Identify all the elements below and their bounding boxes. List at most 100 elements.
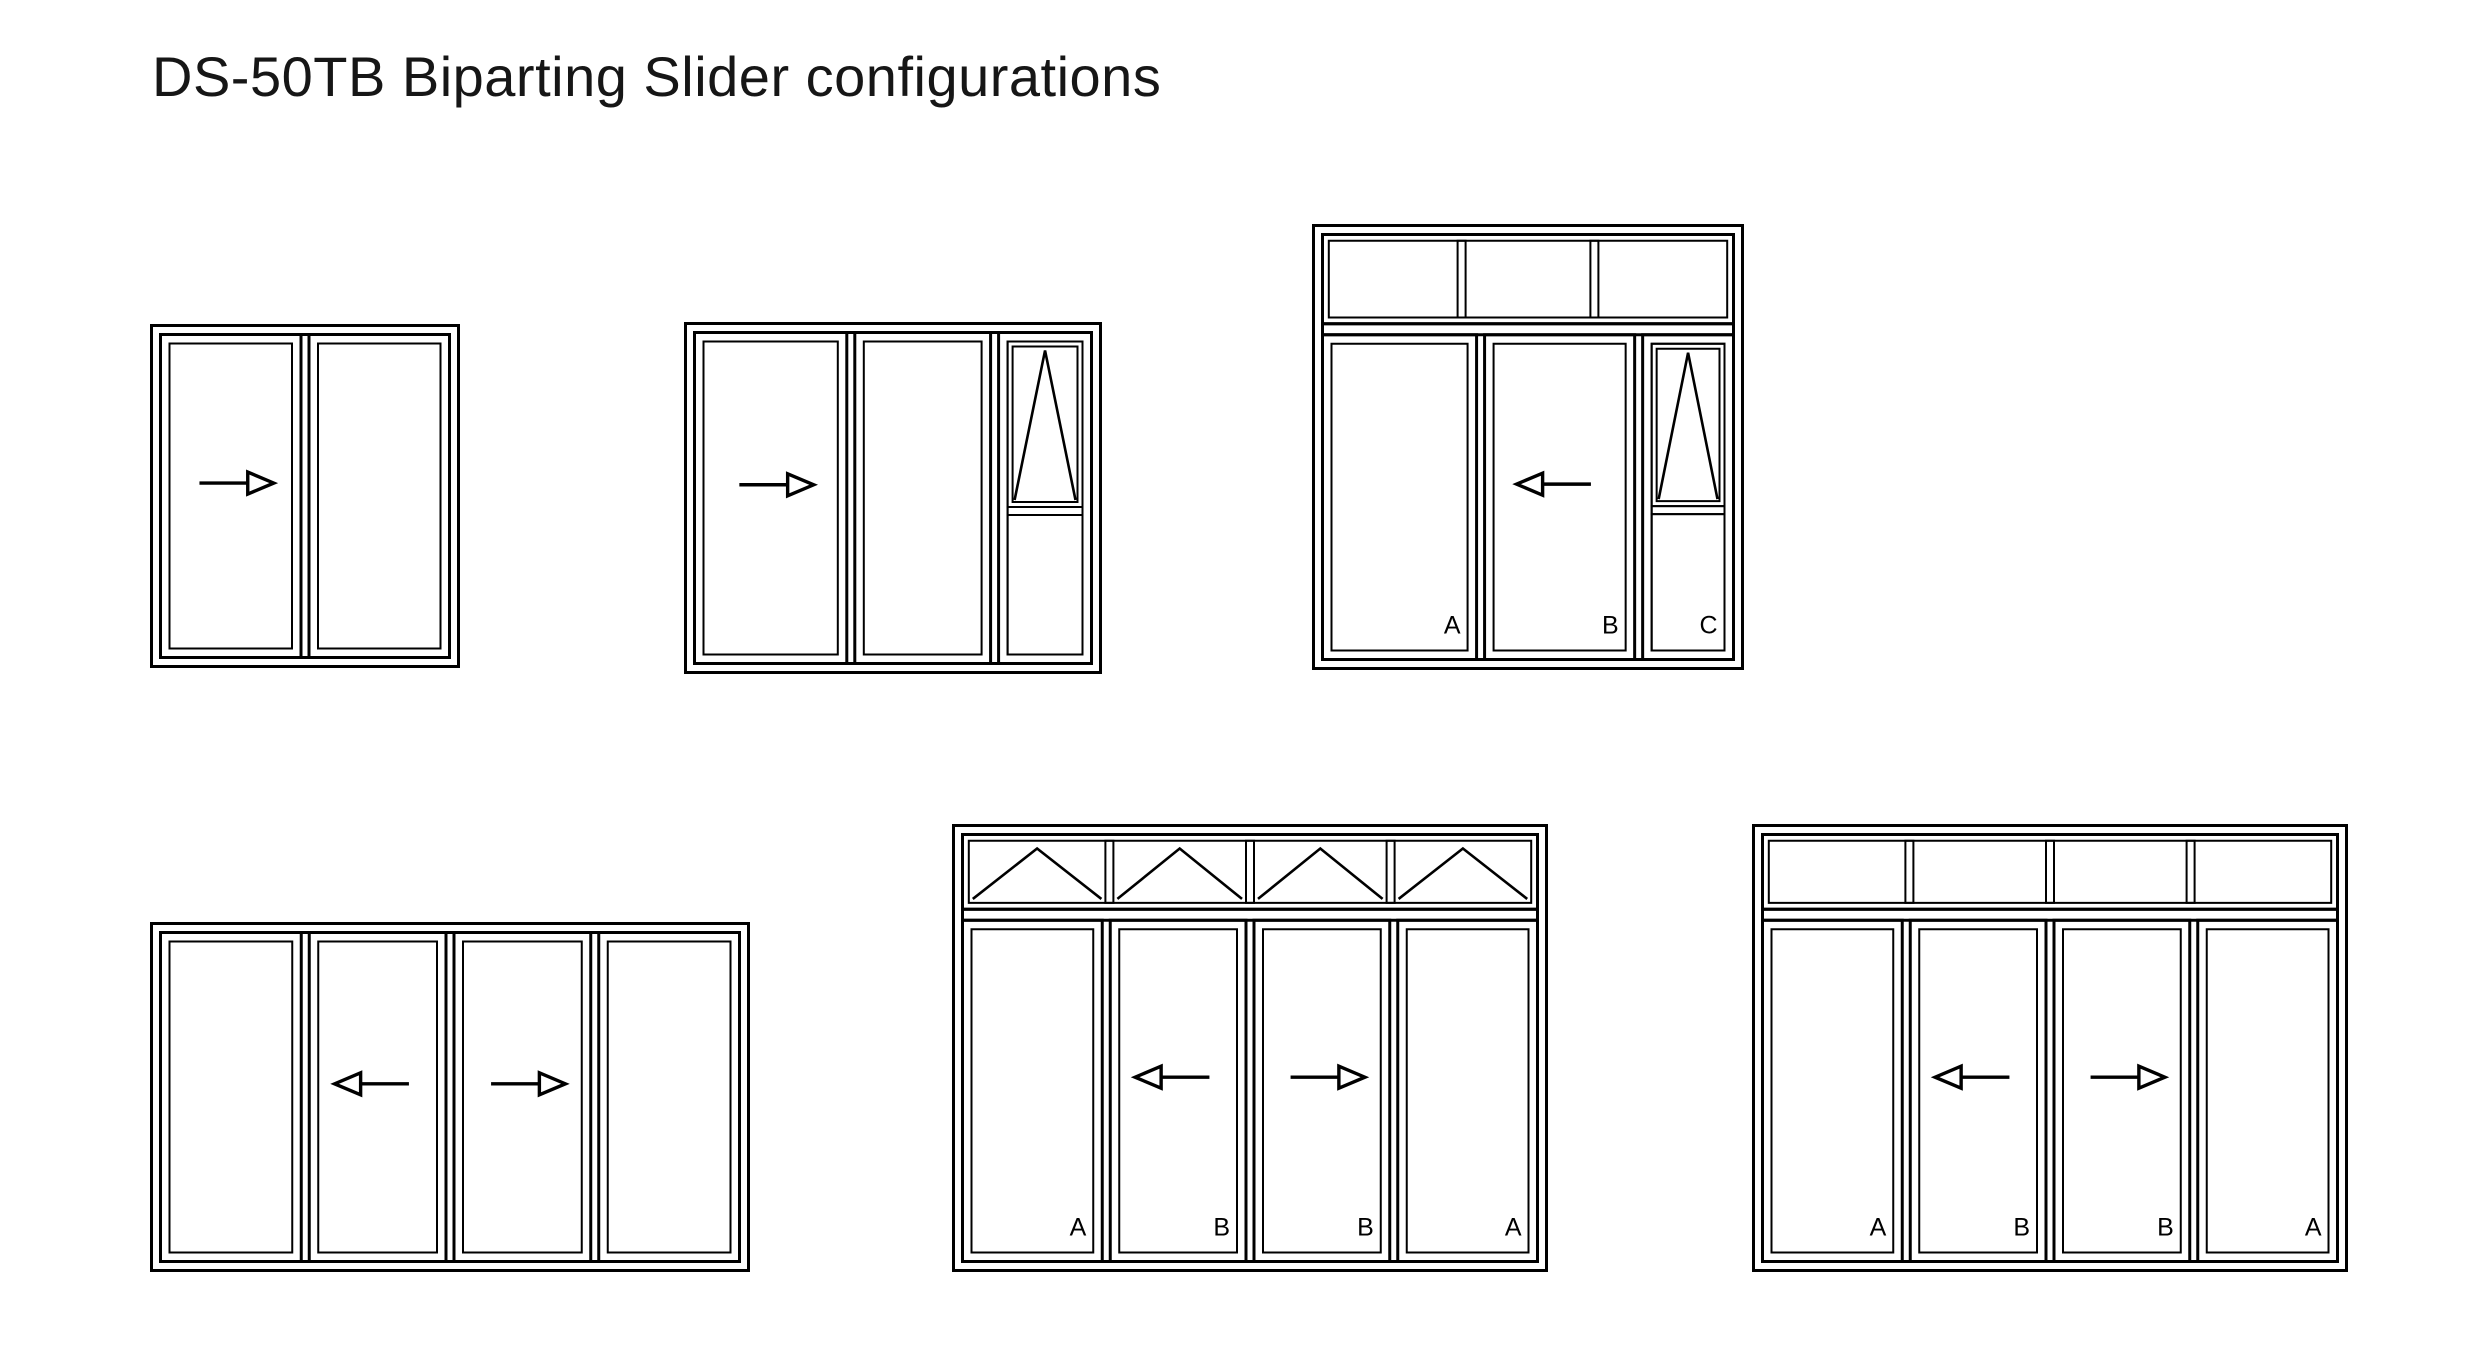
window-elevation-config-4 [150,922,750,1272]
transom-mullion [2187,841,2195,903]
panel-label-b: B [2013,1214,2030,1242]
transom-mullion [1246,841,1254,903]
panel-glazing-edge [972,929,1094,1252]
operation-arrow-head [1337,1063,1370,1091]
operation-arrow-right [1290,1063,1370,1091]
panel-glazing-edge [170,344,293,649]
panel-label-b: B [1357,1214,1374,1242]
panel-sash-outline [1398,920,1538,1261]
panel-1-fixed [161,933,302,1262]
awning-vent-symbol [1116,846,1243,900]
panel-glazing-edge [1919,929,2037,1252]
panel-b-sliding: B [1254,920,1390,1261]
panel-a-fixed: A [1323,335,1477,660]
outer-frame-outline [152,924,749,1271]
operation-arrow-right [2090,1063,2170,1091]
casement-vent-symbol [1013,350,1077,501]
transom-head-rail [1323,324,1734,335]
operation-arrow-head [1930,1063,1963,1091]
operation-arrow-left [1512,470,1591,498]
panel-glazing-edge [318,344,441,649]
panel-sash-outline [309,933,446,1262]
awning-vent-symbol [1397,846,1529,900]
vent-glazing-edge [1013,347,1078,503]
panel-label-a: A [1505,1214,1522,1242]
panel-sash-outline [309,335,450,658]
panel-row [695,333,1092,664]
panel-glazing-edge [1119,929,1237,1252]
transom-sash-inner [969,841,1531,903]
figure-two-panel-slider [150,324,460,668]
panel-glazing-edge [1263,929,1381,1252]
panel-2-sliding [309,933,446,1262]
window-elevation-config-2 [684,322,1102,674]
operation-arrow-head [246,469,279,497]
operation-arrow-head [537,1070,570,1098]
panel-glazing-edge [2207,929,2329,1252]
operation-arrow-left [330,1070,409,1098]
panel-sash-outline [1323,335,1477,660]
panel-b-sliding: B [1910,920,2046,1261]
panel-label-a: A [1070,1214,1087,1242]
panel-b-sliding: B [2054,920,2190,1261]
panel-4-fixed [599,933,740,1262]
outer-frame-outline [686,324,1101,673]
panel-glazing-edge [318,942,437,1253]
transom-band [1323,235,1734,324]
panel-label-b: B [1213,1214,1230,1242]
vent-divider-rail [1008,507,1083,515]
panel-a-fixed: A [2198,920,2338,1261]
panel-3-sliding [454,933,591,1262]
transom-band [1763,835,2338,910]
figure-four-panel-biparting-slider [150,922,750,1272]
panel-1-sliding [161,335,302,658]
operation-arrow-head [1130,1063,1163,1091]
panel-sash-outline [1910,920,2046,1261]
outer-frame-inner-edge [1323,235,1734,660]
panel-3-vent-stack [999,333,1092,664]
panel-2-fixed [309,335,450,658]
operation-arrow-head [330,1070,363,1098]
panel-label-a: A [1444,612,1461,640]
outer-frame-outline [152,326,459,667]
transom-head-rail [963,909,1538,920]
lower-fixed-light [1652,514,1725,650]
panel-sash-outline [1763,920,1903,1261]
transom-awning [963,835,1538,921]
panel-row: A B C [1323,335,1734,660]
panel-glazing-edge [1008,342,1083,655]
transom-mullion [1387,841,1395,903]
panel-glazing-edge [864,342,982,655]
transom-plain [1323,235,1734,335]
transom-sash-inner [1769,841,2331,903]
operation-arrow-right [739,471,819,499]
panel-label-a: A [2305,1214,2322,1242]
vent-glazing-edge [1657,349,1720,501]
outer-frame-inner-edge [1763,835,2338,1262]
outer-frame-inner-edge [695,333,1092,664]
panel-glazing-edge [1652,344,1725,651]
panel-sash-outline [855,333,991,664]
operation-arrow-head [2137,1063,2170,1091]
panel-b-sliding: B [1485,335,1635,660]
panel-glazing-edge [608,942,731,1253]
vent-divider-rail [1652,506,1725,514]
lower-fixed-light [1008,515,1083,655]
operation-arrow-head [1512,470,1545,498]
panel-glazing-edge [1332,344,1468,651]
panel-glazing-edge [463,942,582,1253]
awning-vent-symbol [971,846,1103,900]
panel-sash-outline [1254,920,1390,1261]
transom-band [963,835,1538,910]
panel-label-b: B [1602,612,1619,640]
panel-glazing-edge [704,342,838,655]
panel-1-sliding [695,333,847,664]
panel-label-c: C [1699,612,1717,640]
panel-sash-outline [1643,335,1734,660]
operation-arrow-right [199,469,279,497]
panel-label-a: A [1870,1214,1887,1242]
